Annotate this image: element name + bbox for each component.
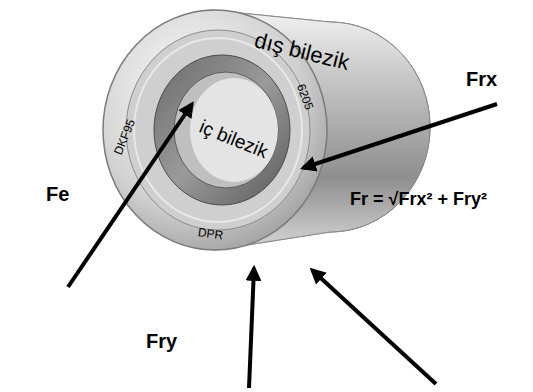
fry-arrow (249, 268, 254, 388)
bore-depth (190, 78, 278, 182)
force-label: Fry (146, 330, 177, 352)
fe-arrow (68, 104, 192, 287)
formula: Fr = √Frx² + Fry² (350, 190, 487, 210)
seal (126, 30, 310, 230)
bore (174, 72, 278, 188)
seal-edge (134, 38, 302, 222)
force-label: Frx (466, 68, 497, 90)
fr-arrow (312, 270, 436, 384)
frx-arrow (303, 104, 497, 168)
force-label: Fe (46, 183, 69, 205)
